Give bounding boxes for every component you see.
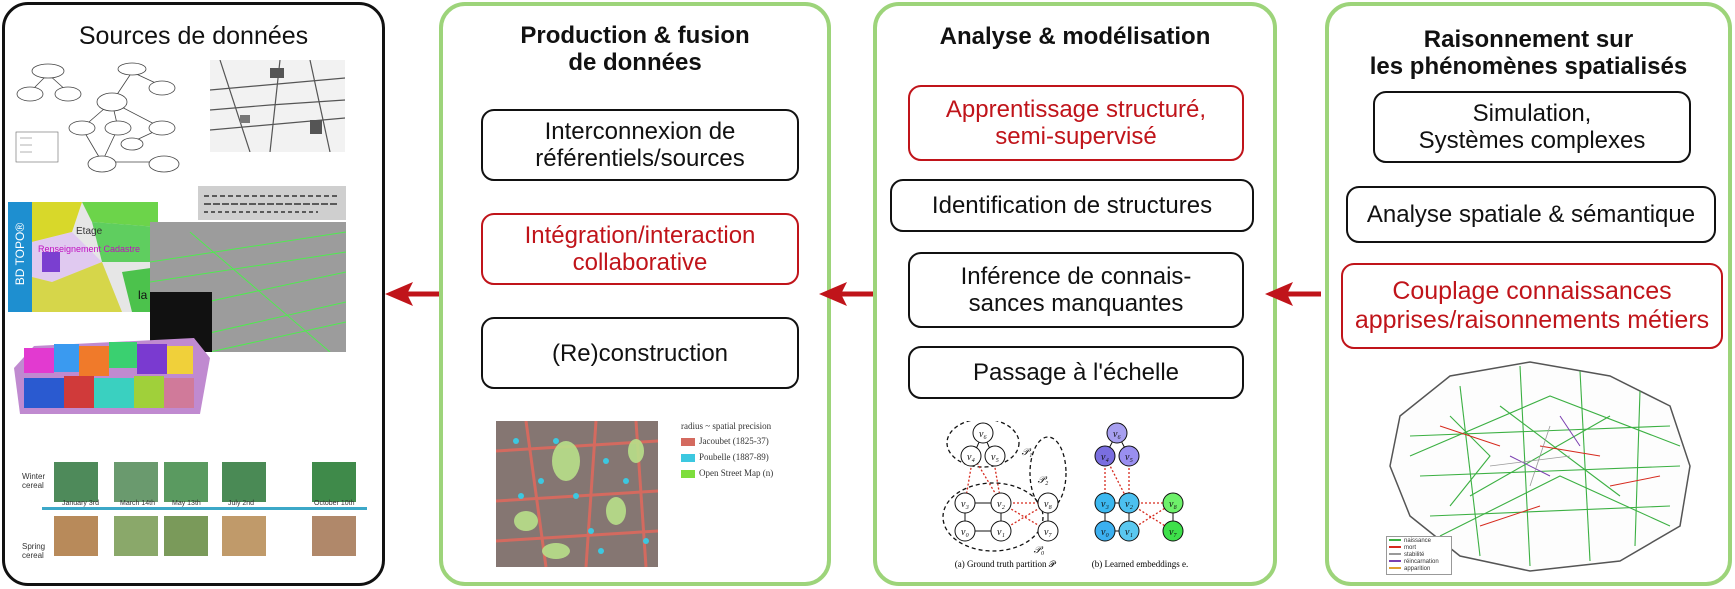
- fusion-legend-item-1: Jacoubet (1825-37): [681, 436, 769, 446]
- box-simulation: Simulation, Systèmes complexes: [1373, 91, 1691, 163]
- reasoning-map-legend: naissance mort stabilité réincarnation a…: [1386, 536, 1452, 575]
- legend-swatch-reincarnation: [1389, 560, 1401, 563]
- box-inference-connaissances: Inférence de connais- sances manquantes: [908, 252, 1244, 328]
- fusion-legend-title: radius ~ spatial precision: [681, 421, 772, 431]
- svg-text:v₈: v₈: [1169, 499, 1177, 510]
- fusion-map-image: [496, 421, 658, 567]
- reasoning-title: Raisonnement sur les phénomènes spatiali…: [1369, 26, 1688, 80]
- paris-street-evolution-map: [1380, 356, 1700, 578]
- legend-swatch-naissance: [1389, 539, 1401, 542]
- svg-text:v₃: v₃: [1101, 499, 1109, 510]
- graph-caption-b: (b) Learned embeddings e.: [1092, 559, 1188, 569]
- handwritten-text-image: [198, 186, 346, 220]
- timeline-axis: [42, 507, 367, 510]
- box-analyse-spatiale: Analyse spatiale & sémantique: [1346, 186, 1716, 243]
- bdtopo-label: BD TOPO®: [13, 222, 27, 286]
- svg-text:v₆: v₆: [1113, 429, 1121, 440]
- legend-mort: mort: [1389, 545, 1449, 552]
- box-interconnexion: Interconnexion de référentiels/sources: [481, 109, 799, 181]
- svg-text:v₁: v₁: [1125, 527, 1133, 538]
- svg-text:v₇: v₇: [1044, 527, 1052, 538]
- map-label-cadastre: Renseignement Cadastre: [38, 244, 141, 254]
- box-reconstruction: (Re)construction: [481, 317, 799, 389]
- svg-text:v₆: v₆: [979, 429, 987, 440]
- timeline-date-2: March 14th: [120, 500, 156, 507]
- svg-text:v₂: v₂: [997, 499, 1005, 510]
- box-passage-echelle: Passage à l'échelle: [908, 346, 1244, 399]
- sources-title: Sources de données: [78, 22, 309, 50]
- fusion-legend-item-3: Open Street Map (n): [681, 468, 773, 478]
- ontology-diagram-image: [12, 58, 192, 183]
- box-identification-structures: Identification de structures: [890, 179, 1254, 232]
- fusion-legend-item-2: Poubelle (1887-89): [681, 452, 769, 462]
- analysis-title: Analyse & modélisation: [939, 23, 1211, 50]
- timeline-row-spring: Spring cereal: [22, 542, 46, 560]
- map-label-etage: Etage: [76, 226, 103, 237]
- legend-swatch-jacoubet: [681, 437, 695, 446]
- partition-label-p1: 𝒫₁: [1022, 447, 1033, 458]
- arrow-to-analysis: [1265, 282, 1321, 306]
- legend-swatch-poubelle: [681, 453, 695, 462]
- bdtopo-map-image: BD TOPO® Etage Renseignement Cadastre la…: [8, 202, 158, 312]
- legend-stabilite: stabilité: [1389, 552, 1449, 559]
- analysis-panel: Analyse & modélisation Apprentissage str…: [873, 2, 1277, 586]
- box-integration-collaborative: Intégration/interaction collaborative: [481, 213, 799, 285]
- graph-partition-figure: v₆ v₄ v₅ v₃ v₂ v₈ v₀ v₁ v₇ 𝒫₁ 𝒫₂ 𝒫₀ v₆ v₄ v₅ v₃ v…: [935, 421, 1225, 571]
- svg-text:v₇: v₇: [1169, 527, 1177, 538]
- timeline-date-3: May 13th: [172, 500, 201, 507]
- box-apprentissage-structure: Apprentissage structuré, semi-supervisé: [908, 85, 1244, 161]
- box-couplage-connaissances: Couplage connaissances apprises/raisonne…: [1341, 263, 1723, 349]
- svg-text:v₃: v₃: [961, 499, 969, 510]
- graph-caption-a: (a) Ground truth partition 𝒫: [955, 559, 1057, 569]
- svg-text:v₄: v₄: [1101, 452, 1109, 463]
- legend-reincarnation: réincarnation: [1389, 559, 1449, 566]
- svg-text:v₈: v₈: [1044, 499, 1052, 510]
- segmented-3d-model-image: [14, 338, 210, 414]
- svg-text:v₀: v₀: [1101, 527, 1109, 538]
- svg-text:v₅: v₅: [991, 452, 999, 463]
- partition-label-p2: 𝒫₂: [1038, 475, 1049, 486]
- svg-text:v₁: v₁: [997, 527, 1005, 538]
- crop-timeline-image: Winter cereal Spring cereal January 3rd …: [22, 460, 367, 578]
- timeline-date-4: July 2nd: [228, 500, 255, 507]
- timeline-date-1: January 3rd: [62, 500, 99, 507]
- timeline-row-winter: Winter cereal: [22, 472, 46, 490]
- svg-text:v₀: v₀: [961, 527, 969, 538]
- legend-swatch-mort: [1389, 546, 1401, 549]
- point-cloud-image: [150, 222, 346, 352]
- svg-text:v₂: v₂: [1125, 499, 1133, 510]
- arrow-to-fusion: [819, 282, 875, 306]
- partition-label-p0: 𝒫₀: [1034, 545, 1045, 556]
- historical-plan-image: [210, 60, 345, 152]
- fusion-title: Production & fusion de données: [520, 22, 750, 76]
- arrow-to-sources: [385, 282, 441, 306]
- legend-swatch-osm: [681, 469, 695, 478]
- svg-text:v₄: v₄: [967, 452, 975, 463]
- timeline-date-5: October 10th: [314, 500, 355, 507]
- legend-swatch-stabilite: [1389, 553, 1401, 556]
- svg-text:v₅: v₅: [1125, 452, 1133, 463]
- legend-naissance: naissance: [1389, 538, 1449, 545]
- legend-swatch-apparition: [1389, 567, 1401, 570]
- legend-apparition: apparition: [1389, 566, 1449, 573]
